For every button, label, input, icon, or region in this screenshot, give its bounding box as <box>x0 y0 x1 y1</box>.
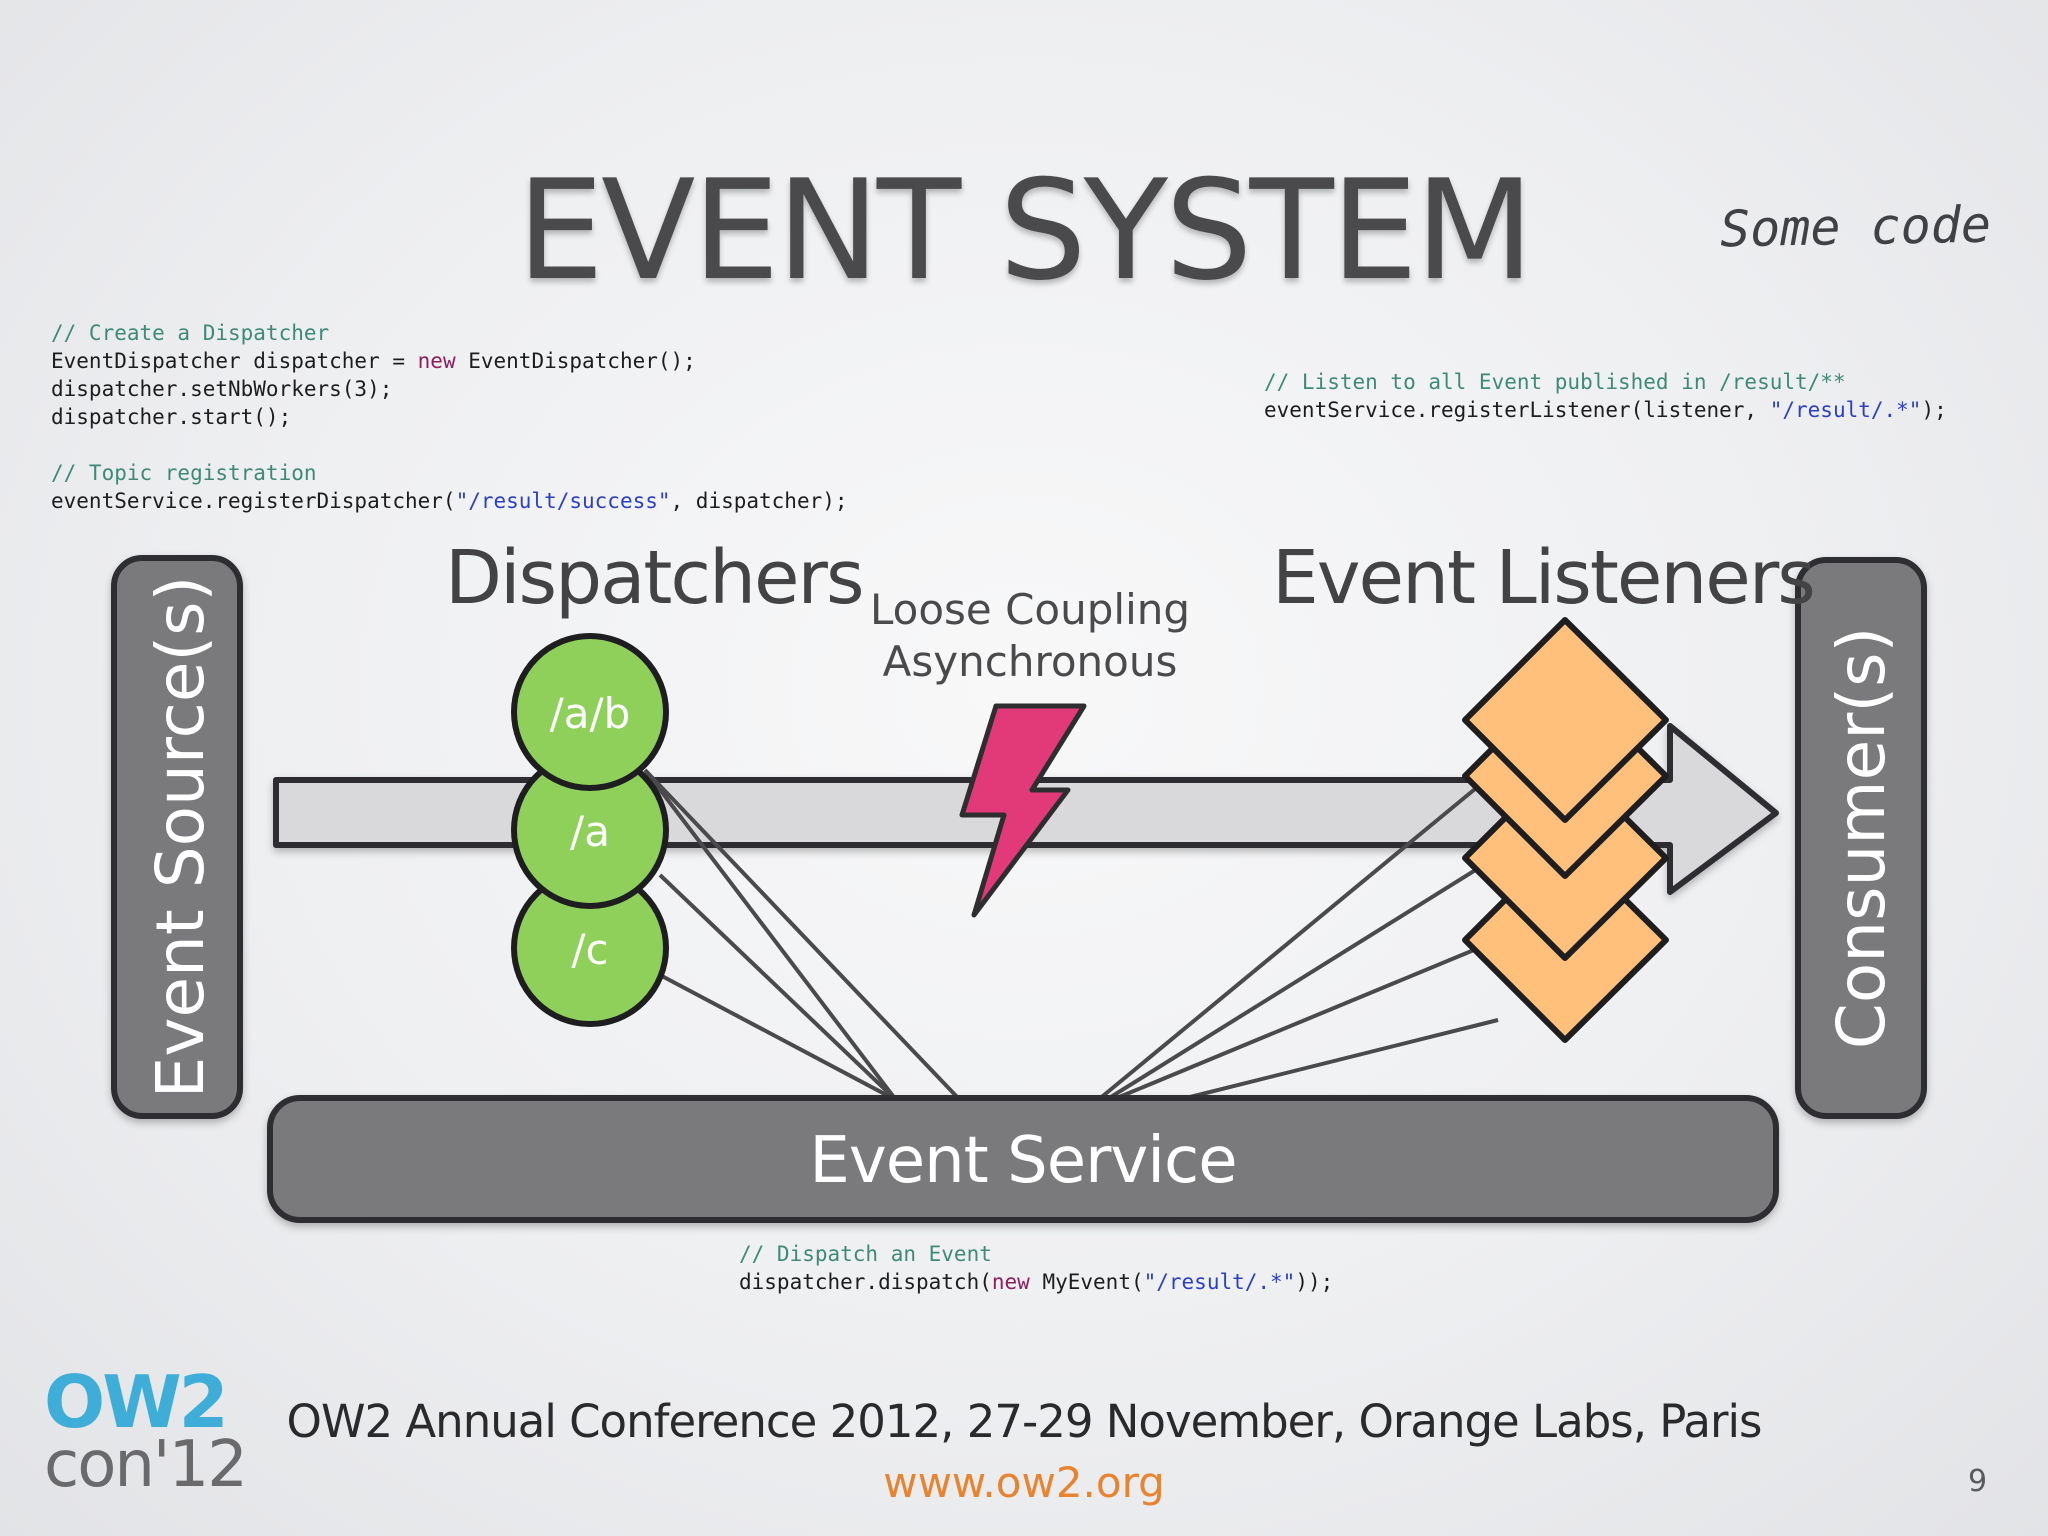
connection-lines <box>643 768 1500 1102</box>
code-line: EventDispatcher dispatcher = new EventDi… <box>51 347 848 375</box>
dispatcher-topic-ab: /a/b <box>550 689 631 738</box>
consumers-label: Consumer(s) <box>1823 627 1900 1049</box>
code-comment: // Topic registration <box>51 461 317 485</box>
code-text: ); <box>1921 398 1947 422</box>
footer-url[interactable]: www.ow2.org <box>883 1458 1165 1507</box>
slide-title: EVENT SYSTEM <box>516 150 1534 311</box>
code-line: // Dispatch an Event <box>739 1240 1333 1268</box>
code-line: eventService.registerDispatcher("/result… <box>51 487 848 515</box>
code-text: dispatcher.setNbWorkers(3); <box>51 377 393 401</box>
code-comment: // Listen to all Event published in /res… <box>1264 370 1846 394</box>
code-line: dispatcher.dispatch(new MyEvent("/result… <box>739 1268 1333 1296</box>
dispatcher-topic-c: /c <box>571 925 608 974</box>
listener-diamonds <box>1462 617 1669 1043</box>
code-block-listener: // Listen to all Event published in /res… <box>1264 368 1947 424</box>
dispatcher-node-ab <box>511 633 669 791</box>
code-line: dispatcher.start(); <box>51 403 848 431</box>
code-text: MyEvent( <box>1029 1270 1144 1294</box>
coupling-note: Loose Coupling Asynchronous <box>840 584 1220 688</box>
code-line: dispatcher.setNbWorkers(3); <box>51 375 848 403</box>
conference-footer: OW2 Annual Conference 2012, 27-29 Novemb… <box>286 1395 1763 1448</box>
code-text: EventDispatcher dispatcher = <box>51 349 418 373</box>
page-number: 9 <box>1968 1464 1988 1499</box>
code-text: )); <box>1295 1270 1334 1294</box>
event-sources-box: Event Source(s) <box>111 555 243 1119</box>
code-keyword: new <box>991 1270 1030 1294</box>
event-sources-label: Event Source(s) <box>142 576 219 1099</box>
code-string: "/result/success" <box>455 489 671 513</box>
code-text: , dispatcher); <box>670 489 848 513</box>
code-line: // Topic registration <box>51 459 848 487</box>
event-service-box: Event Service <box>267 1095 1779 1223</box>
loose-coupling-text: Loose Coupling <box>869 585 1191 634</box>
code-comment: // Create a Dispatcher <box>51 321 330 345</box>
asynchronous-text: Asynchronous <box>882 637 1178 686</box>
code-string: "/result/.*" <box>1769 398 1922 422</box>
dispatcher-circles: /a/b /a /c <box>511 633 669 1027</box>
code-text: dispatcher.dispatch( <box>739 1270 992 1294</box>
code-line: // Listen to all Event published in /res… <box>1264 368 1947 396</box>
dispatchers-label: Dispatchers <box>445 535 865 621</box>
code-comment: // Dispatch an Event <box>739 1242 992 1266</box>
event-listeners-label: Event Listeners <box>1272 535 1816 621</box>
logo-line-1: OW2 <box>44 1360 226 1444</box>
event-service-label: Event Service <box>809 1124 1236 1198</box>
code-text: eventService.registerListener(listener, <box>1264 398 1770 422</box>
lightning-bolt-icon <box>959 703 1087 918</box>
ow2con-logo: OW2 con'12 <box>44 1360 248 1502</box>
code-line: eventService.registerListener(listener, … <box>1264 396 1947 424</box>
code-text: EventDispatcher(); <box>455 349 696 373</box>
logo-line-2: con'12 <box>44 1428 246 1502</box>
dispatcher-topic-a: /a <box>570 807 610 856</box>
consumers-box: Consumer(s) <box>1795 557 1927 1119</box>
code-keyword: new <box>417 349 456 373</box>
code-string: "/result/.*" <box>1143 1270 1296 1294</box>
code-text: dispatcher.start(); <box>51 405 292 429</box>
code-line: // Create a Dispatcher <box>51 319 848 347</box>
code-text: eventService.registerDispatcher( <box>51 489 456 513</box>
listener-diamond-1 <box>1462 617 1669 823</box>
